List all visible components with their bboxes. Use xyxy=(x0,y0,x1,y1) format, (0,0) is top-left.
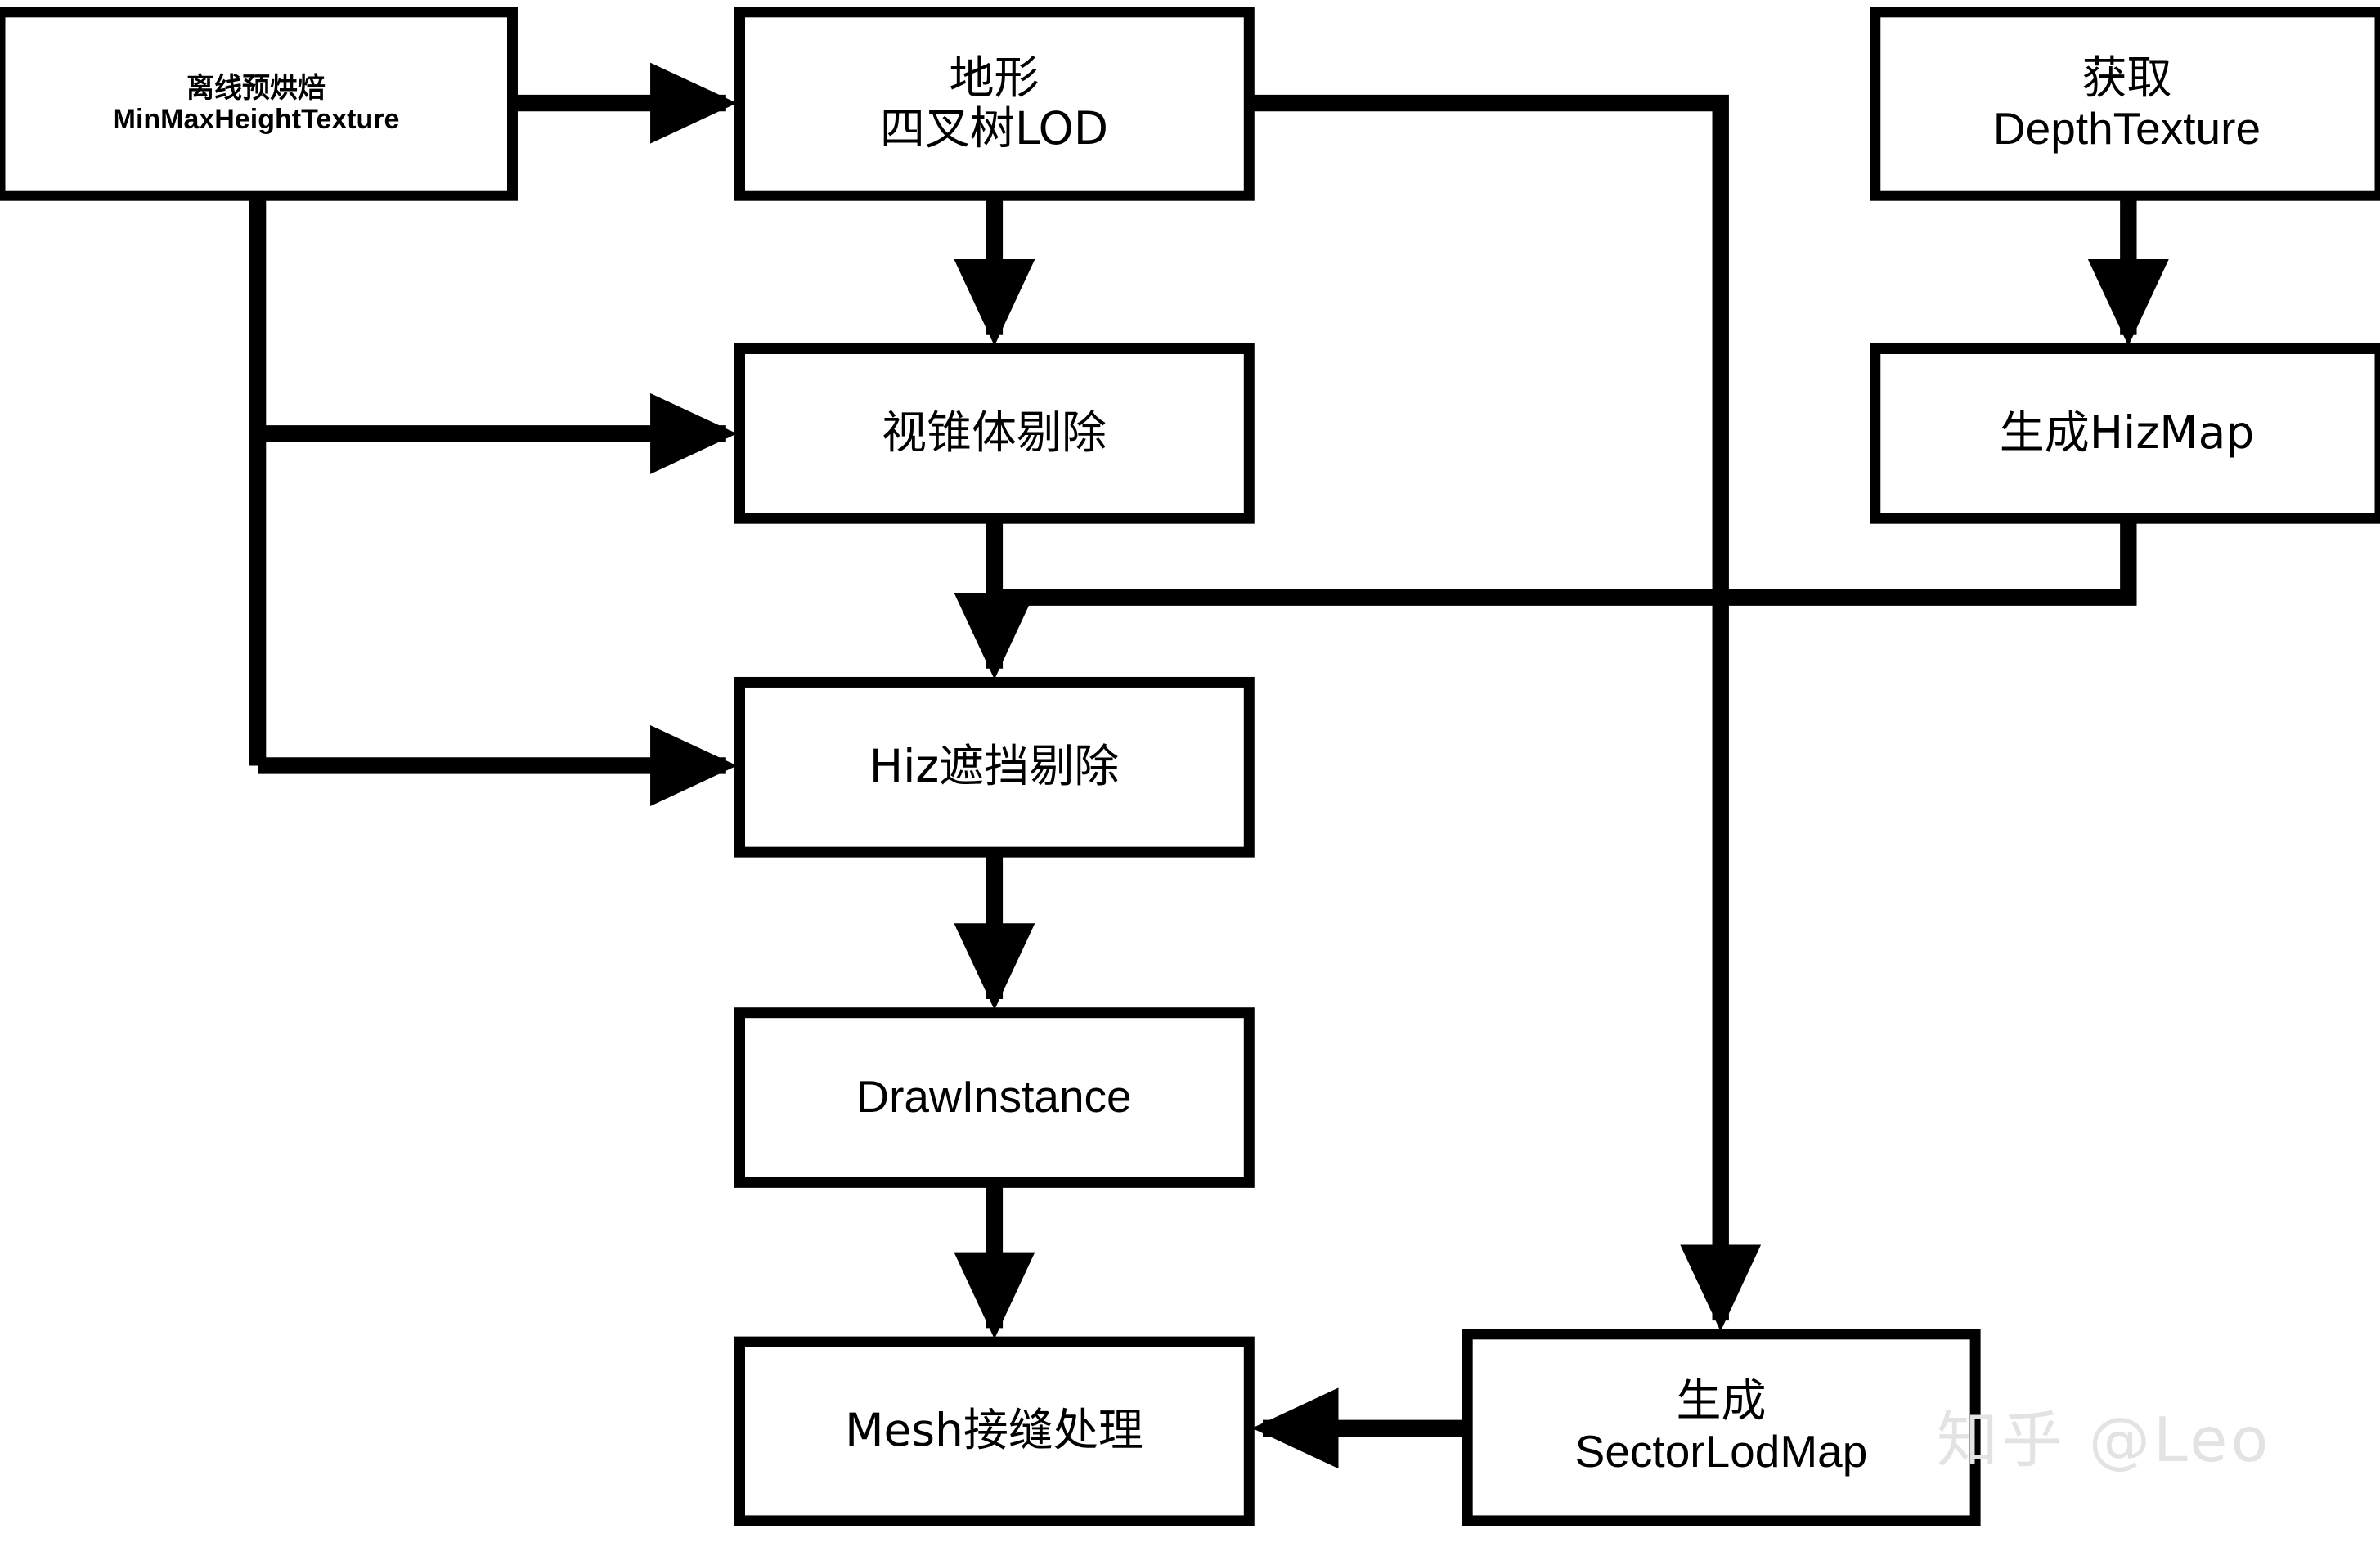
node-box-terrain-lod[interactable] xyxy=(734,7,1255,201)
node-box-gen-hizmap[interactable] xyxy=(1870,343,2380,524)
edge-hizmap-to-hiz xyxy=(994,518,2137,606)
node-box-frustum-cull[interactable] xyxy=(734,343,1255,524)
node-layer xyxy=(0,7,2380,1526)
node-box-minmax[interactable] xyxy=(0,7,518,201)
node-box-gen-sectorlodmap[interactable] xyxy=(1462,1329,1981,1526)
node-box-get-depth[interactable] xyxy=(1870,7,2380,201)
edge-terrain-to-sectorlodmap xyxy=(1249,94,1762,1332)
node-box-mesh-seam[interactable] xyxy=(734,1336,1255,1526)
watermark-zhihu: 知乎 @Leo xyxy=(1937,1404,2272,1476)
node-box-hiz-occlusion[interactable] xyxy=(734,676,1255,858)
node-box-draw-instance[interactable] xyxy=(734,1007,1255,1188)
edge-layer xyxy=(249,62,2169,1469)
